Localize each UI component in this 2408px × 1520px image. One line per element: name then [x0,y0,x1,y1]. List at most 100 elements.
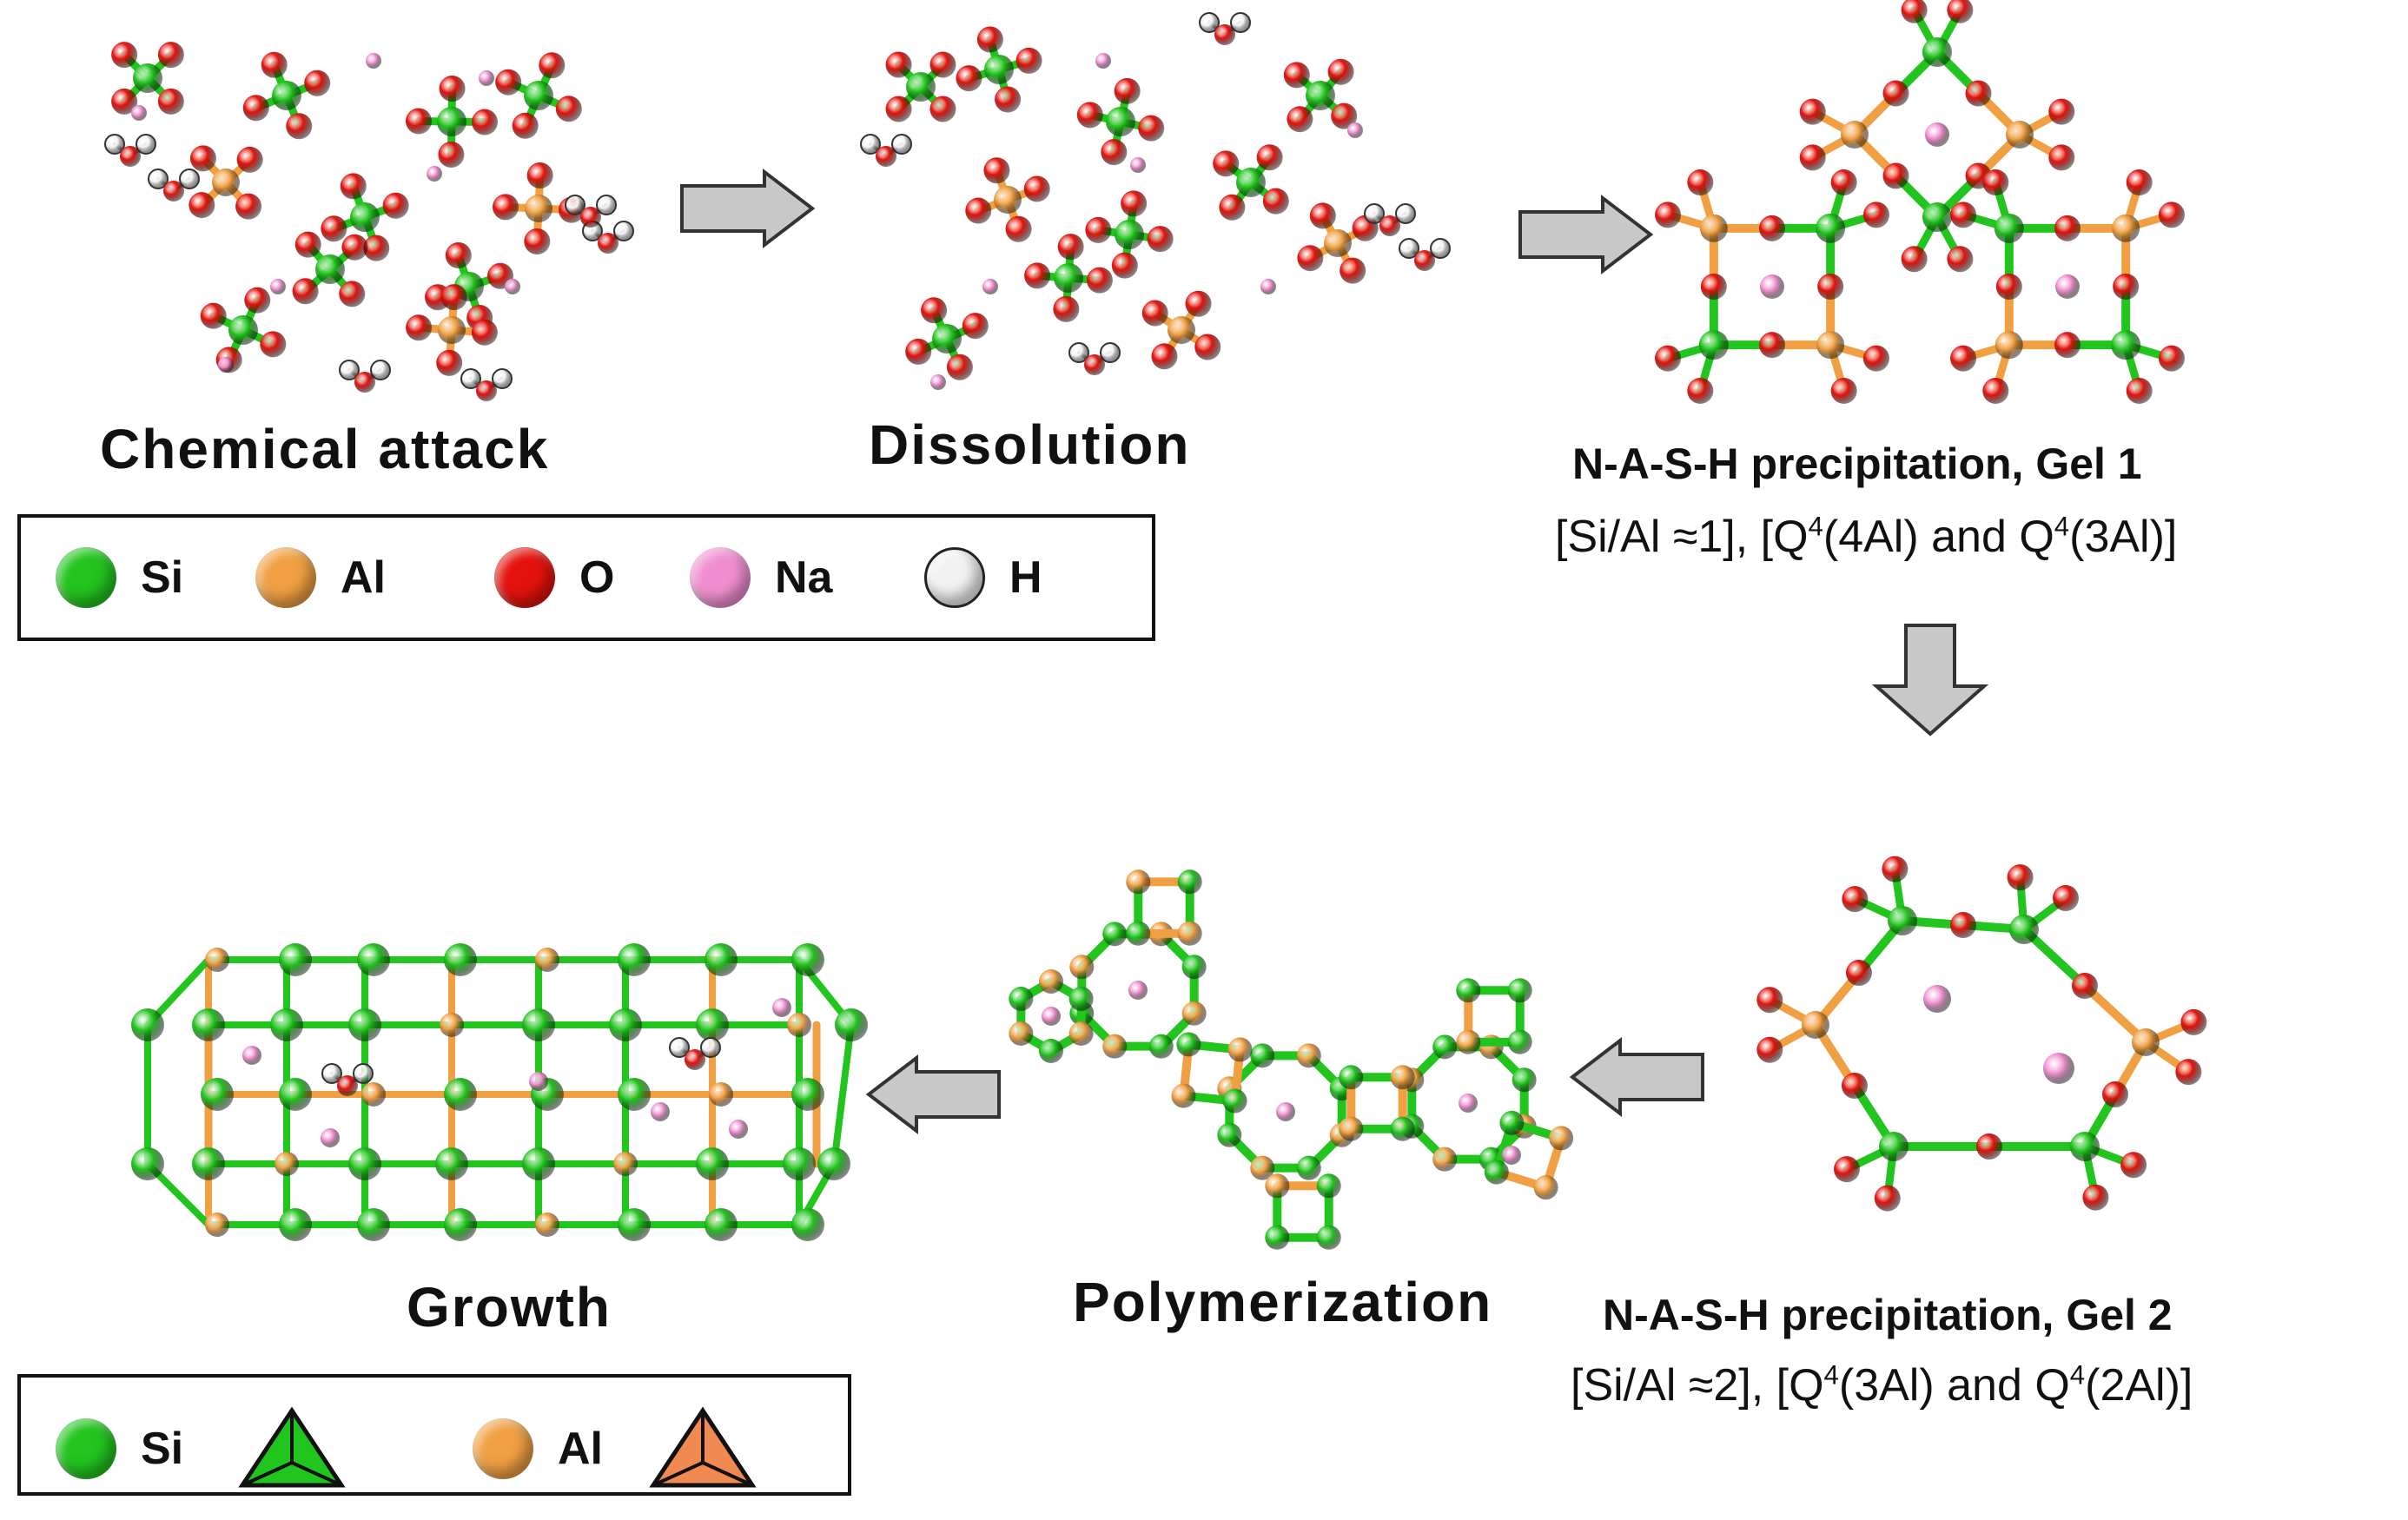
si-atom [1888,906,1917,935]
o-atom [406,314,433,341]
o-atom [235,193,262,220]
o-atom [555,96,582,122]
o-atom [120,146,141,167]
h-atom [353,1063,374,1084]
si-atom [1177,869,1202,895]
si-atom [522,1008,555,1041]
legend-h-label: H [1009,552,1042,603]
o-atom [1759,332,1785,359]
o-atom [354,372,375,393]
al-atom [1265,1173,1290,1199]
si-atom [435,1147,468,1180]
o-atom [157,88,184,115]
si-atom [1339,1065,1364,1090]
arrow-gel2 [1871,624,1989,737]
si-atom [357,1208,390,1241]
o-atom [1194,334,1221,360]
al-atom [1339,1116,1364,1141]
o-atom [436,349,463,376]
al-atom [1995,331,2023,360]
si-atom [1176,1032,1201,1057]
si-atom [1879,1132,1909,1161]
o-atom [1655,345,1682,372]
o-atom [1101,139,1128,166]
legend-o: O [494,547,614,608]
si-atom [1698,330,1729,360]
si-atom [348,1008,381,1041]
o-atom [261,51,288,78]
legend-na: Na [690,547,832,608]
o-atom [885,51,912,78]
o-atom [2054,215,2081,241]
o-atom [236,146,263,173]
si-atom [272,81,301,110]
al-atom [2112,214,2140,242]
o-atom [440,284,467,311]
o-atom [111,88,138,115]
o-atom [512,112,539,139]
o-atom [2158,202,2185,228]
o-atom [956,65,982,92]
na-atom [131,105,147,121]
al-atom [1533,1175,1558,1200]
al-atom [1009,1021,1034,1046]
o-atom [304,69,331,96]
atom-legend: Si Al O Na H [17,514,1155,641]
o-atom [2102,1081,2128,1107]
si-atom [444,1208,477,1241]
si-atom [348,1147,381,1180]
o-atom [2082,1184,2109,1211]
na-atom [427,166,442,182]
si-atom [1316,1225,1341,1250]
o-atom [476,380,497,401]
o-atom [598,233,619,254]
o-atom [337,1075,358,1096]
o-atom [1687,169,1714,196]
h-atom [860,134,881,155]
o-atom [1759,215,1785,241]
arrow-dissolution [680,168,816,249]
al-atom [1296,1043,1321,1068]
h-atom [136,134,156,155]
o-atom [2158,345,2185,372]
si-atom [705,943,738,976]
o-atom [471,109,498,135]
o-atom [1950,912,1976,938]
o-atom [1327,58,1354,85]
legend-na-label: Na [775,552,833,603]
label-gel2-detail: [Si/Al ≈2], [Q4(3Al) and Q4(2Al)] [1571,1359,2193,1411]
na-atom [1260,279,1276,294]
o-atom [1982,169,2009,196]
label-chemical-attack: Chemical attack [100,418,550,480]
al-atom [525,195,552,222]
gel2-sup-a: 4 [1823,1359,1839,1391]
al-atom [1181,1001,1207,1026]
na-atom [930,374,946,390]
label-gel1-detail: [Si/Al ≈1], [Q4(4Al) and Q4(3Al)] [1555,511,2177,563]
gel1-sup-a: 4 [1808,511,1823,542]
na-atom [1095,53,1111,69]
si-atom [1296,1155,1321,1180]
bond [830,1021,855,1167]
na-atom-icon [690,547,751,608]
h-atom [1100,342,1121,363]
al-atom [1250,1155,1275,1180]
o-atom [1053,295,1080,322]
arrow-polymerization [1569,1036,1704,1118]
si-atom [1922,37,1952,67]
si-atom [2111,330,2141,360]
si-atom [1816,213,1846,243]
o-atom [2120,1152,2147,1179]
gel1-q-a: (4Al) and Q [1823,512,2054,562]
h-atom [339,360,360,380]
o-atom [1015,47,1042,74]
o-atom [242,95,269,122]
o-atom [1882,856,1909,882]
si-atom [133,63,162,93]
si-atom [835,1008,868,1041]
al-atom-icon [255,547,316,608]
si-atom [350,202,380,232]
na-atom [772,998,791,1017]
